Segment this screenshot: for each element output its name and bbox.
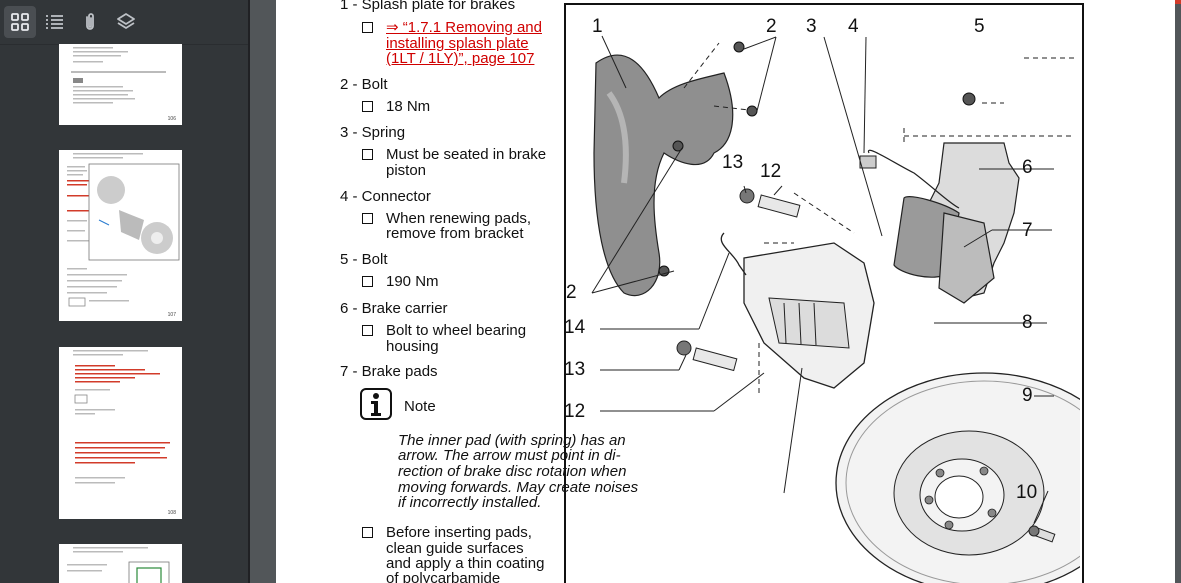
page-thumbnail[interactable]: 107 — [59, 150, 182, 321]
item-title: 1 - Splash plate for brakes — [340, 0, 516, 13]
callout-label: 12 — [760, 161, 782, 182]
item-note: housing — [386, 338, 439, 355]
page-thumbnail-preview — [67, 153, 180, 307]
layers-view-button[interactable] — [110, 6, 142, 38]
note-text: rection of brake disc rotation when — [398, 463, 627, 480]
cross-reference-link[interactable]: installing splash plate — [386, 35, 529, 52]
brake-assembly-drawing — [591, 35, 1080, 583]
callout-label: 13 — [722, 152, 744, 173]
note-text: The inner pad (with spring) has an — [398, 432, 626, 449]
item-title: 2 - Bolt — [340, 76, 388, 93]
info-icon — [360, 388, 392, 420]
list-icon — [46, 15, 63, 29]
page-thumbnail-preview — [71, 47, 166, 104]
page-scroll-edge — [1175, 0, 1181, 583]
grid-icon — [11, 13, 29, 31]
callout-label: 2 — [766, 16, 777, 37]
figure-frame — [564, 3, 1084, 583]
attachments-view-button[interactable] — [74, 6, 106, 38]
callout-label: 6 — [1022, 157, 1033, 178]
callout-label: 12 — [564, 401, 586, 422]
callout-label: 5 — [974, 16, 985, 37]
item-title: 4 - Connector — [340, 188, 431, 205]
callout-label: 3 — [806, 16, 817, 37]
item-note: and apply a thin coating — [386, 555, 545, 572]
callout-label: 1 — [592, 16, 603, 37]
note-text: moving forwards. May create noises — [398, 479, 639, 496]
thumbnail-page-number: 107 — [167, 312, 176, 318]
callout-label: 9 — [1022, 385, 1033, 406]
bullet-checkbox — [362, 276, 373, 287]
item-note: When renewing pads, — [386, 210, 532, 227]
item-note: 190 Nm — [386, 273, 439, 290]
bullet-checkbox — [362, 149, 373, 160]
document-page: 1 - Splash plate for brakes ⇒ “1.7.1 Rem… — [276, 0, 1181, 583]
bullet-checkbox — [362, 213, 373, 224]
viewer-background — [250, 0, 276, 583]
item-title: 6 - Brake carrier — [340, 300, 448, 317]
note-label: Note — [404, 398, 436, 415]
outline-view-button[interactable] — [38, 6, 70, 38]
sidebar-toolbar — [0, 0, 248, 45]
page-thumbnail-preview — [67, 547, 170, 583]
callout-label: 13 — [564, 359, 586, 380]
item-title: 7 - Brake pads — [340, 363, 438, 380]
bullet-checkbox — [362, 22, 373, 33]
bullet-checkbox — [362, 101, 373, 112]
paperclip-icon — [86, 13, 94, 30]
item-note: Before inserting pads, — [386, 524, 532, 541]
item-note: 18 Nm — [386, 98, 431, 115]
item-note: Bolt to wheel bearing — [386, 322, 527, 339]
item-note: of polycarbamide — [386, 570, 501, 583]
callout-label: 4 — [848, 16, 859, 37]
item-note: piston — [386, 162, 427, 179]
thumbnails-view-button[interactable] — [4, 6, 36, 38]
note-text: if incorrectly installed. — [398, 494, 542, 511]
page-thumbnail[interactable]: 109 — [59, 544, 182, 583]
cross-reference-link[interactable]: (1LT / 1LY)”, page 107 — [386, 50, 535, 67]
thumbnail-page-number: 108 — [167, 510, 176, 516]
item-title: 5 - Bolt — [340, 251, 388, 268]
bullet-checkbox — [362, 527, 373, 538]
bullet-checkbox — [362, 325, 373, 336]
callout-label: 10 — [1016, 482, 1038, 503]
callout-label: 14 — [564, 317, 586, 338]
page-thumbnail-preview — [73, 350, 170, 484]
thumbnail-page-number: 106 — [167, 116, 176, 122]
item-note: remove from bracket — [386, 225, 524, 242]
page-thumbnail[interactable]: 106 — [59, 44, 182, 125]
page-thumbnail[interactable]: 108 — [59, 347, 182, 519]
callout-label: 8 — [1022, 312, 1033, 333]
item-note: clean guide surfaces — [386, 540, 524, 557]
exploded-view-figure: 1 2 3 4 5 6 7 8 9 10 12 13 14 2 13 12 — [564, 3, 1084, 583]
callout-label: 7 — [1022, 220, 1033, 241]
splash-plate-shape — [593, 54, 734, 297]
item-title: 3 - Spring — [340, 124, 406, 141]
item-note: Must be seated in brake — [386, 146, 547, 163]
thumbnail-sidebar: 106 — [0, 0, 250, 583]
callout-label: 2 — [566, 282, 577, 303]
layers-icon — [117, 13, 135, 29]
cross-reference-link[interactable]: ⇒ “1.7.1 Removing and — [386, 19, 542, 36]
